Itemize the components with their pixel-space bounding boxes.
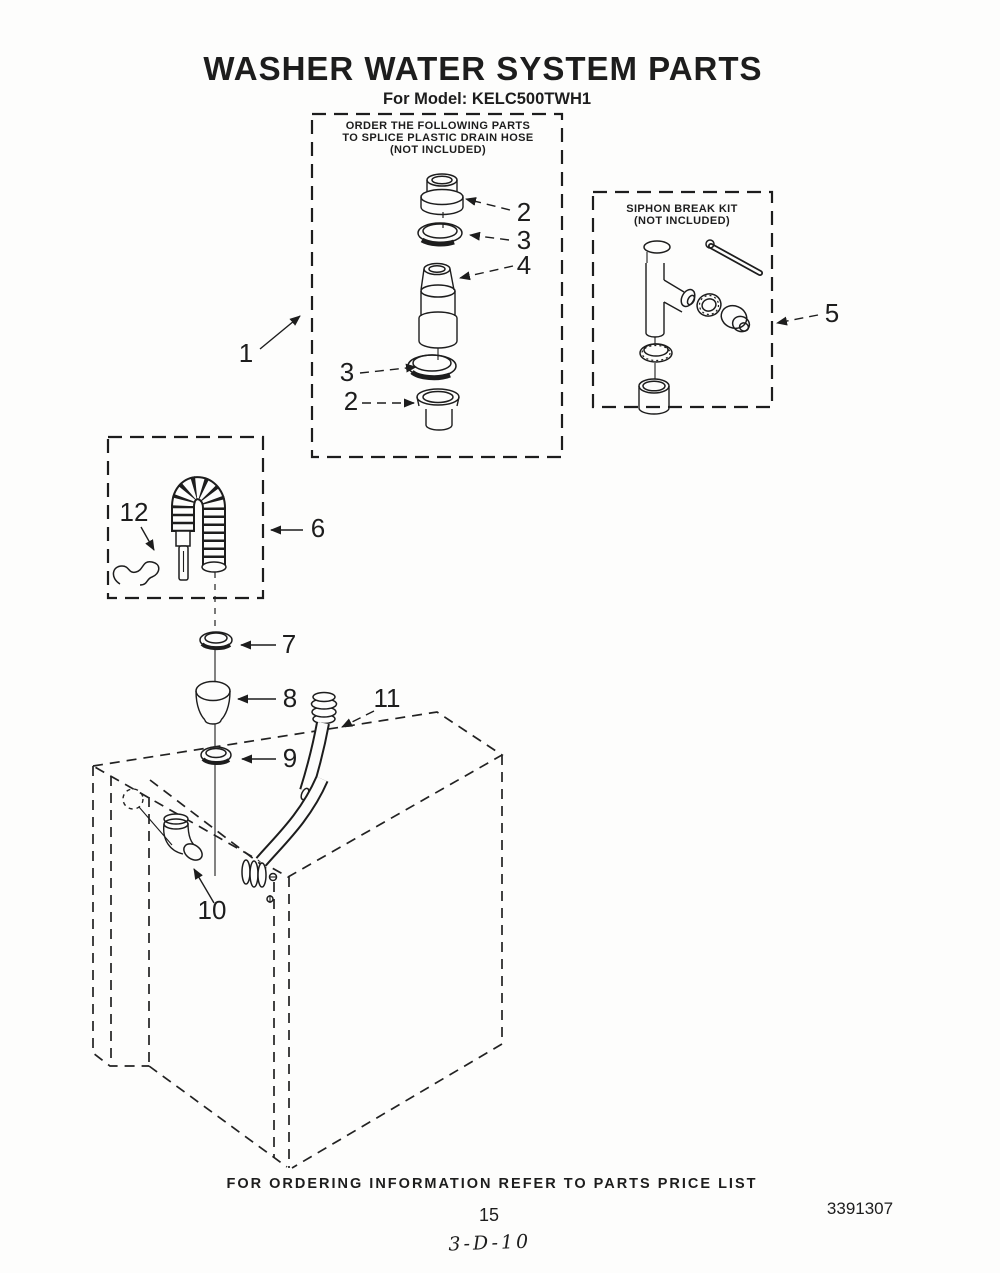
callout-6: 6 bbox=[311, 513, 325, 543]
callout-3-top-leader bbox=[469, 231, 510, 241]
siphon-kit-parts-drawing bbox=[638, 239, 763, 415]
part-3-bottom-drawing bbox=[407, 354, 457, 381]
splice-parts-box: ORDER THE FOLLOWING PARTS TO SPLICE PLAS… bbox=[310, 112, 564, 459]
document-number: 3391307 bbox=[827, 1199, 893, 1218]
callout-9: 9 bbox=[283, 743, 297, 773]
page-title: WASHER WATER SYSTEM PARTS bbox=[203, 50, 762, 87]
part-12-drawing bbox=[112, 561, 160, 586]
callout-11: 11 bbox=[374, 683, 401, 713]
callout-5-leader bbox=[776, 314, 819, 326]
part-11-drawing bbox=[299, 691, 338, 801]
splice-note-line3: (NOT INCLUDED) bbox=[390, 144, 486, 156]
callout-10-leader bbox=[193, 868, 215, 904]
part-2-bottom-drawing bbox=[416, 388, 460, 431]
part-9-drawing bbox=[200, 746, 232, 766]
callout-1-leader bbox=[259, 315, 301, 350]
callout-2-bottom: 2 bbox=[344, 386, 358, 416]
callout-12-leader bbox=[140, 526, 155, 551]
callout-numbers: 1 2 3 4 3 2 5 6 7 8 9 10 11 12 bbox=[120, 197, 840, 925]
callout-2-top-leader bbox=[465, 197, 511, 211]
part-7-drawing bbox=[199, 631, 233, 651]
callout-7: 7 bbox=[282, 629, 296, 659]
callout-2-top: 2 bbox=[517, 197, 531, 227]
handwritten-note: 3-D-10 bbox=[448, 1231, 531, 1256]
page-number: 15 bbox=[479, 1205, 499, 1225]
callout-12: 12 bbox=[120, 497, 149, 527]
drain-hose-box bbox=[106, 435, 265, 600]
cabinet-hose-drawing bbox=[241, 776, 329, 903]
siphon-break-kit-box: SIPHON BREAK KIT (NOT INCLUDED) bbox=[591, 190, 774, 415]
callout-4-leader bbox=[459, 265, 514, 281]
part-6-drawing bbox=[171, 476, 227, 581]
callout-10: 10 bbox=[198, 895, 227, 925]
footer-note: FOR ORDERING INFORMATION REFER TO PARTS … bbox=[227, 1176, 758, 1192]
siphon-note-line2: (NOT INCLUDED) bbox=[634, 215, 730, 227]
splice-note-line1: ORDER THE FOLLOWING PARTS bbox=[346, 120, 531, 132]
callout-5: 5 bbox=[825, 298, 839, 328]
part-2-top-drawing bbox=[420, 173, 464, 216]
callout-11-leader bbox=[341, 710, 375, 728]
callout-leaders bbox=[140, 197, 819, 904]
callout-3-bottom-leader bbox=[359, 363, 417, 374]
callout-1: 1 bbox=[239, 338, 253, 368]
callout-4: 4 bbox=[517, 250, 531, 280]
part-3-top-drawing bbox=[417, 222, 463, 247]
inlet-hole bbox=[122, 788, 144, 810]
callout-3-top: 3 bbox=[517, 225, 531, 255]
part-10-drawing bbox=[138, 806, 203, 861]
model-line: For Model: KELC500TWH1 bbox=[383, 90, 591, 108]
washer-cabinet-outline bbox=[90, 711, 504, 1169]
callout-3-bottom: 3 bbox=[340, 357, 354, 387]
part-4-drawing bbox=[418, 262, 458, 360]
callout-8: 8 bbox=[283, 683, 297, 713]
part-8-drawing bbox=[195, 680, 231, 725]
siphon-note-line1: SIPHON BREAK KIT bbox=[626, 203, 738, 215]
splice-note-line2: TO SPLICE PLASTIC DRAIN HOSE bbox=[342, 132, 533, 144]
